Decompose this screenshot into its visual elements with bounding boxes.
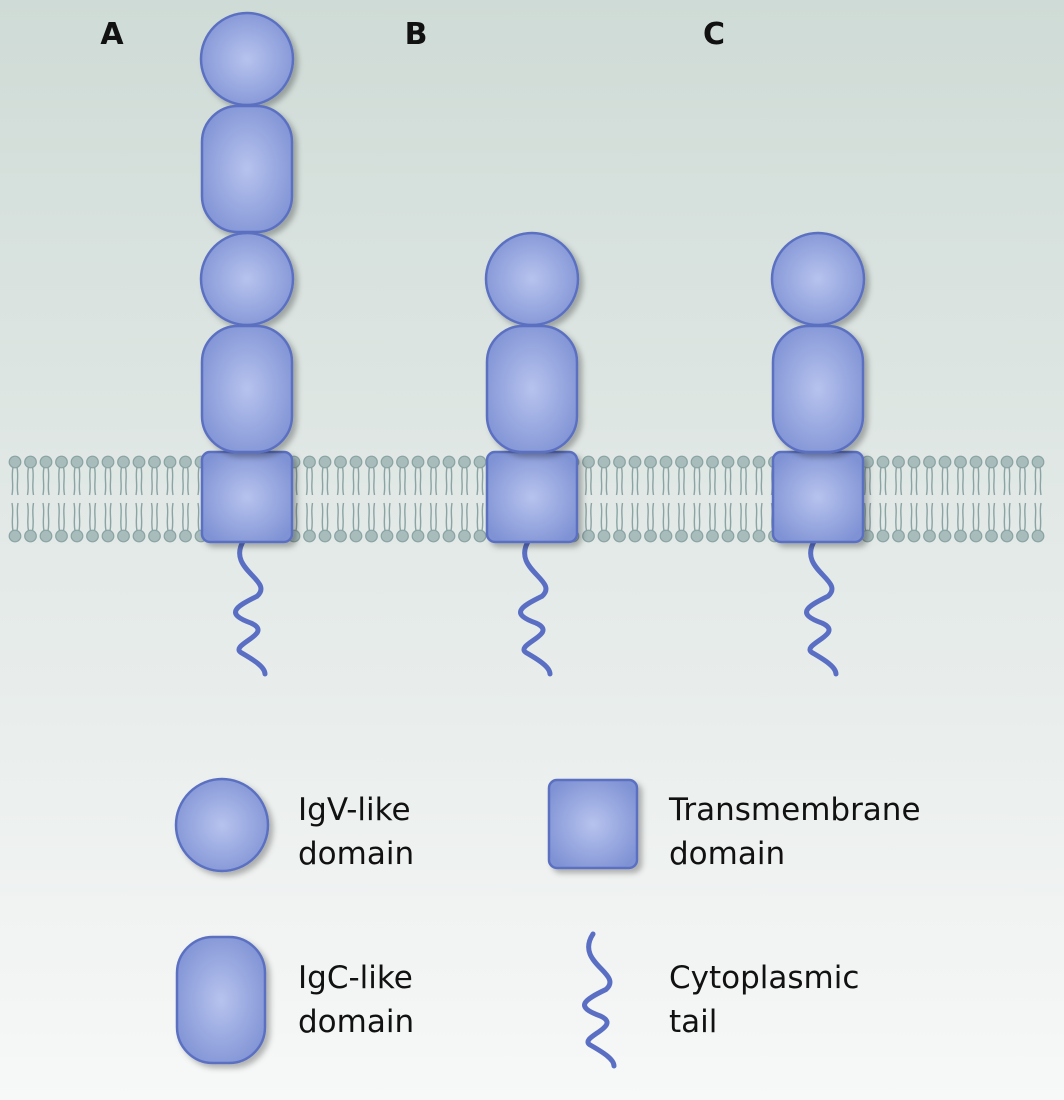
lipid	[985, 455, 998, 543]
legend-igc-line2: domain	[298, 1004, 414, 1040]
panel-c: C	[703, 17, 866, 677]
lipid	[24, 455, 37, 543]
transmembrane-domain	[771, 450, 865, 544]
lipid	[613, 455, 626, 543]
igc-like-domain	[200, 104, 294, 234]
igc-like-domain	[771, 324, 865, 454]
lipid	[55, 455, 68, 543]
igc-like-domain	[485, 324, 579, 454]
lipid	[938, 455, 952, 543]
lipid	[163, 455, 177, 543]
lipid	[1016, 455, 1029, 543]
lipid	[628, 455, 642, 543]
legend-tail-line2: tail	[669, 1004, 717, 1040]
cytoplasmic-tail	[518, 537, 553, 677]
legend-item-tail: Cytoplasmic tail	[582, 931, 859, 1069]
igv-like-domain	[199, 11, 295, 107]
cytoplasmic-tail-icon	[582, 931, 617, 1069]
lipid	[644, 455, 657, 543]
legend-transmembrane-line2: domain	[669, 836, 785, 872]
igv-like-domain	[199, 231, 295, 327]
lipid	[1000, 455, 1014, 543]
lipid	[690, 455, 704, 543]
panel-label: A	[100, 17, 124, 52]
lipid	[101, 455, 115, 543]
lipid	[752, 455, 766, 543]
panel-a: A	[100, 11, 295, 677]
lipid	[132, 455, 146, 543]
lipid	[706, 455, 719, 543]
lipid	[969, 455, 983, 543]
lipid	[86, 455, 99, 543]
lipid	[148, 455, 161, 543]
lipid	[907, 455, 921, 543]
legend-tail-line1: Cytoplasmic	[669, 960, 859, 996]
lipid	[659, 455, 673, 543]
lipid	[458, 455, 471, 543]
legend: IgV-like domain IgC-like domain Transmem…	[174, 777, 921, 1069]
lipid	[349, 455, 363, 543]
transmembrane-domain-icon	[547, 778, 639, 870]
legend-item-igc: IgC-like domain	[175, 935, 414, 1065]
lipid	[179, 455, 192, 543]
cytoplasmic-tail	[804, 537, 839, 677]
legend-igv-line1: IgV-like	[298, 792, 411, 828]
lipid	[892, 455, 905, 543]
igc-like-domain	[200, 324, 294, 454]
lipid	[721, 455, 735, 543]
lipid	[954, 455, 967, 543]
transmembrane-domain	[200, 450, 294, 544]
igv-like-domain	[484, 231, 580, 327]
igc-domain-icon	[175, 935, 267, 1065]
lipid	[737, 455, 750, 543]
lipid	[380, 455, 394, 543]
lipid	[582, 455, 595, 543]
lipid	[396, 455, 409, 543]
lipid	[303, 455, 316, 543]
lipid	[442, 455, 456, 543]
lipid	[334, 455, 347, 543]
lipid	[411, 455, 425, 543]
legend-item-transmembrane: Transmembrane domain	[547, 778, 921, 872]
panel-label: B	[405, 17, 428, 52]
panel-b: B	[405, 17, 580, 677]
lipid	[39, 455, 53, 543]
igv-like-domain	[770, 231, 866, 327]
lipid	[675, 455, 688, 543]
lipid	[117, 455, 130, 543]
igv-domain-icon	[174, 777, 270, 873]
legend-igc-line1: IgC-like	[298, 960, 413, 996]
lipid	[427, 455, 440, 543]
lipid	[318, 455, 332, 543]
cytoplasmic-tail	[233, 537, 268, 677]
lipid	[923, 455, 936, 543]
lipid	[365, 455, 378, 543]
legend-item-igv: IgV-like domain	[174, 777, 414, 873]
legend-transmembrane-line1: Transmembrane	[668, 792, 921, 828]
panel-label: C	[703, 17, 725, 52]
legend-igv-line2: domain	[298, 836, 414, 872]
lipid	[70, 455, 84, 543]
lipid	[876, 455, 890, 543]
lipid	[597, 455, 611, 543]
lipid	[473, 455, 487, 543]
protein-panels: A B C	[100, 11, 866, 677]
lipid	[861, 455, 874, 543]
transmembrane-domain	[485, 450, 579, 544]
lipid	[8, 455, 22, 543]
lipid	[1031, 455, 1045, 543]
